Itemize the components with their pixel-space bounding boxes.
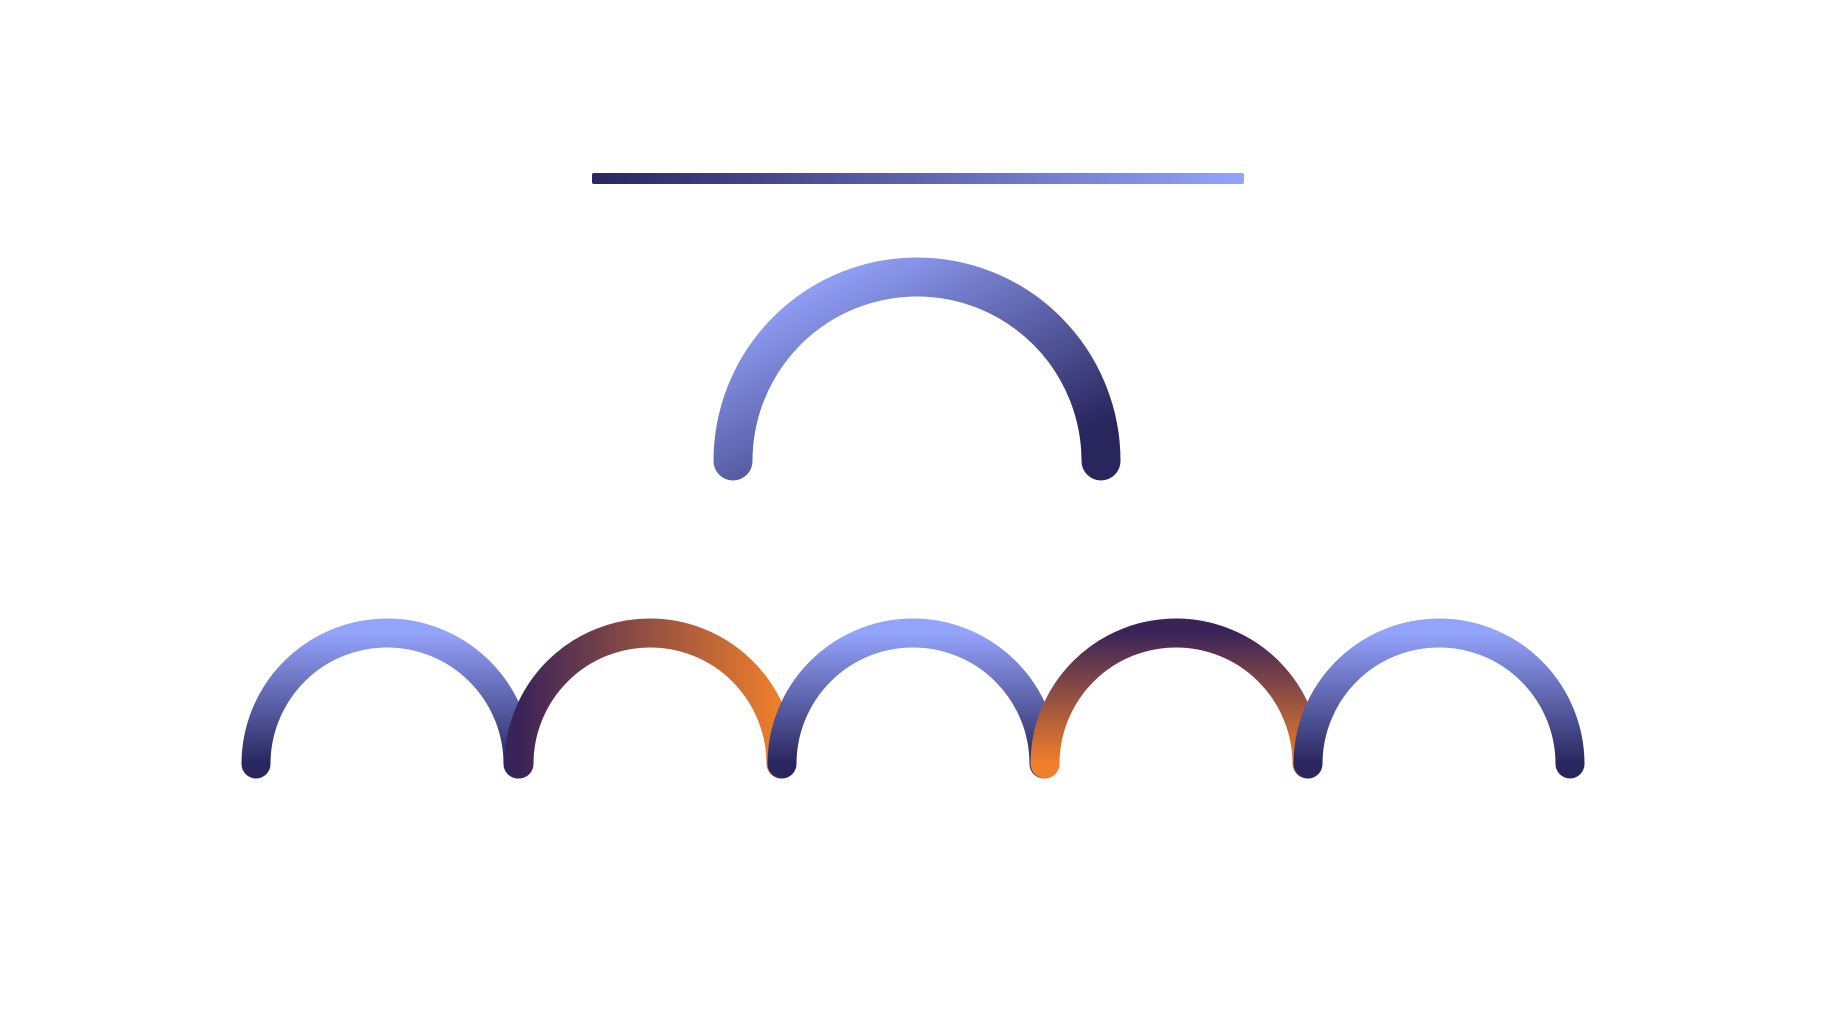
arc-1 (241, 618, 533, 779)
arc-2 (504, 618, 796, 779)
arc-3 (767, 618, 1059, 779)
top-gradient-bar (592, 173, 1244, 184)
main-arc (713, 257, 1121, 481)
arc-4 (1030, 618, 1322, 779)
arc-row (241, 618, 1585, 779)
arc-5 (1293, 618, 1585, 779)
